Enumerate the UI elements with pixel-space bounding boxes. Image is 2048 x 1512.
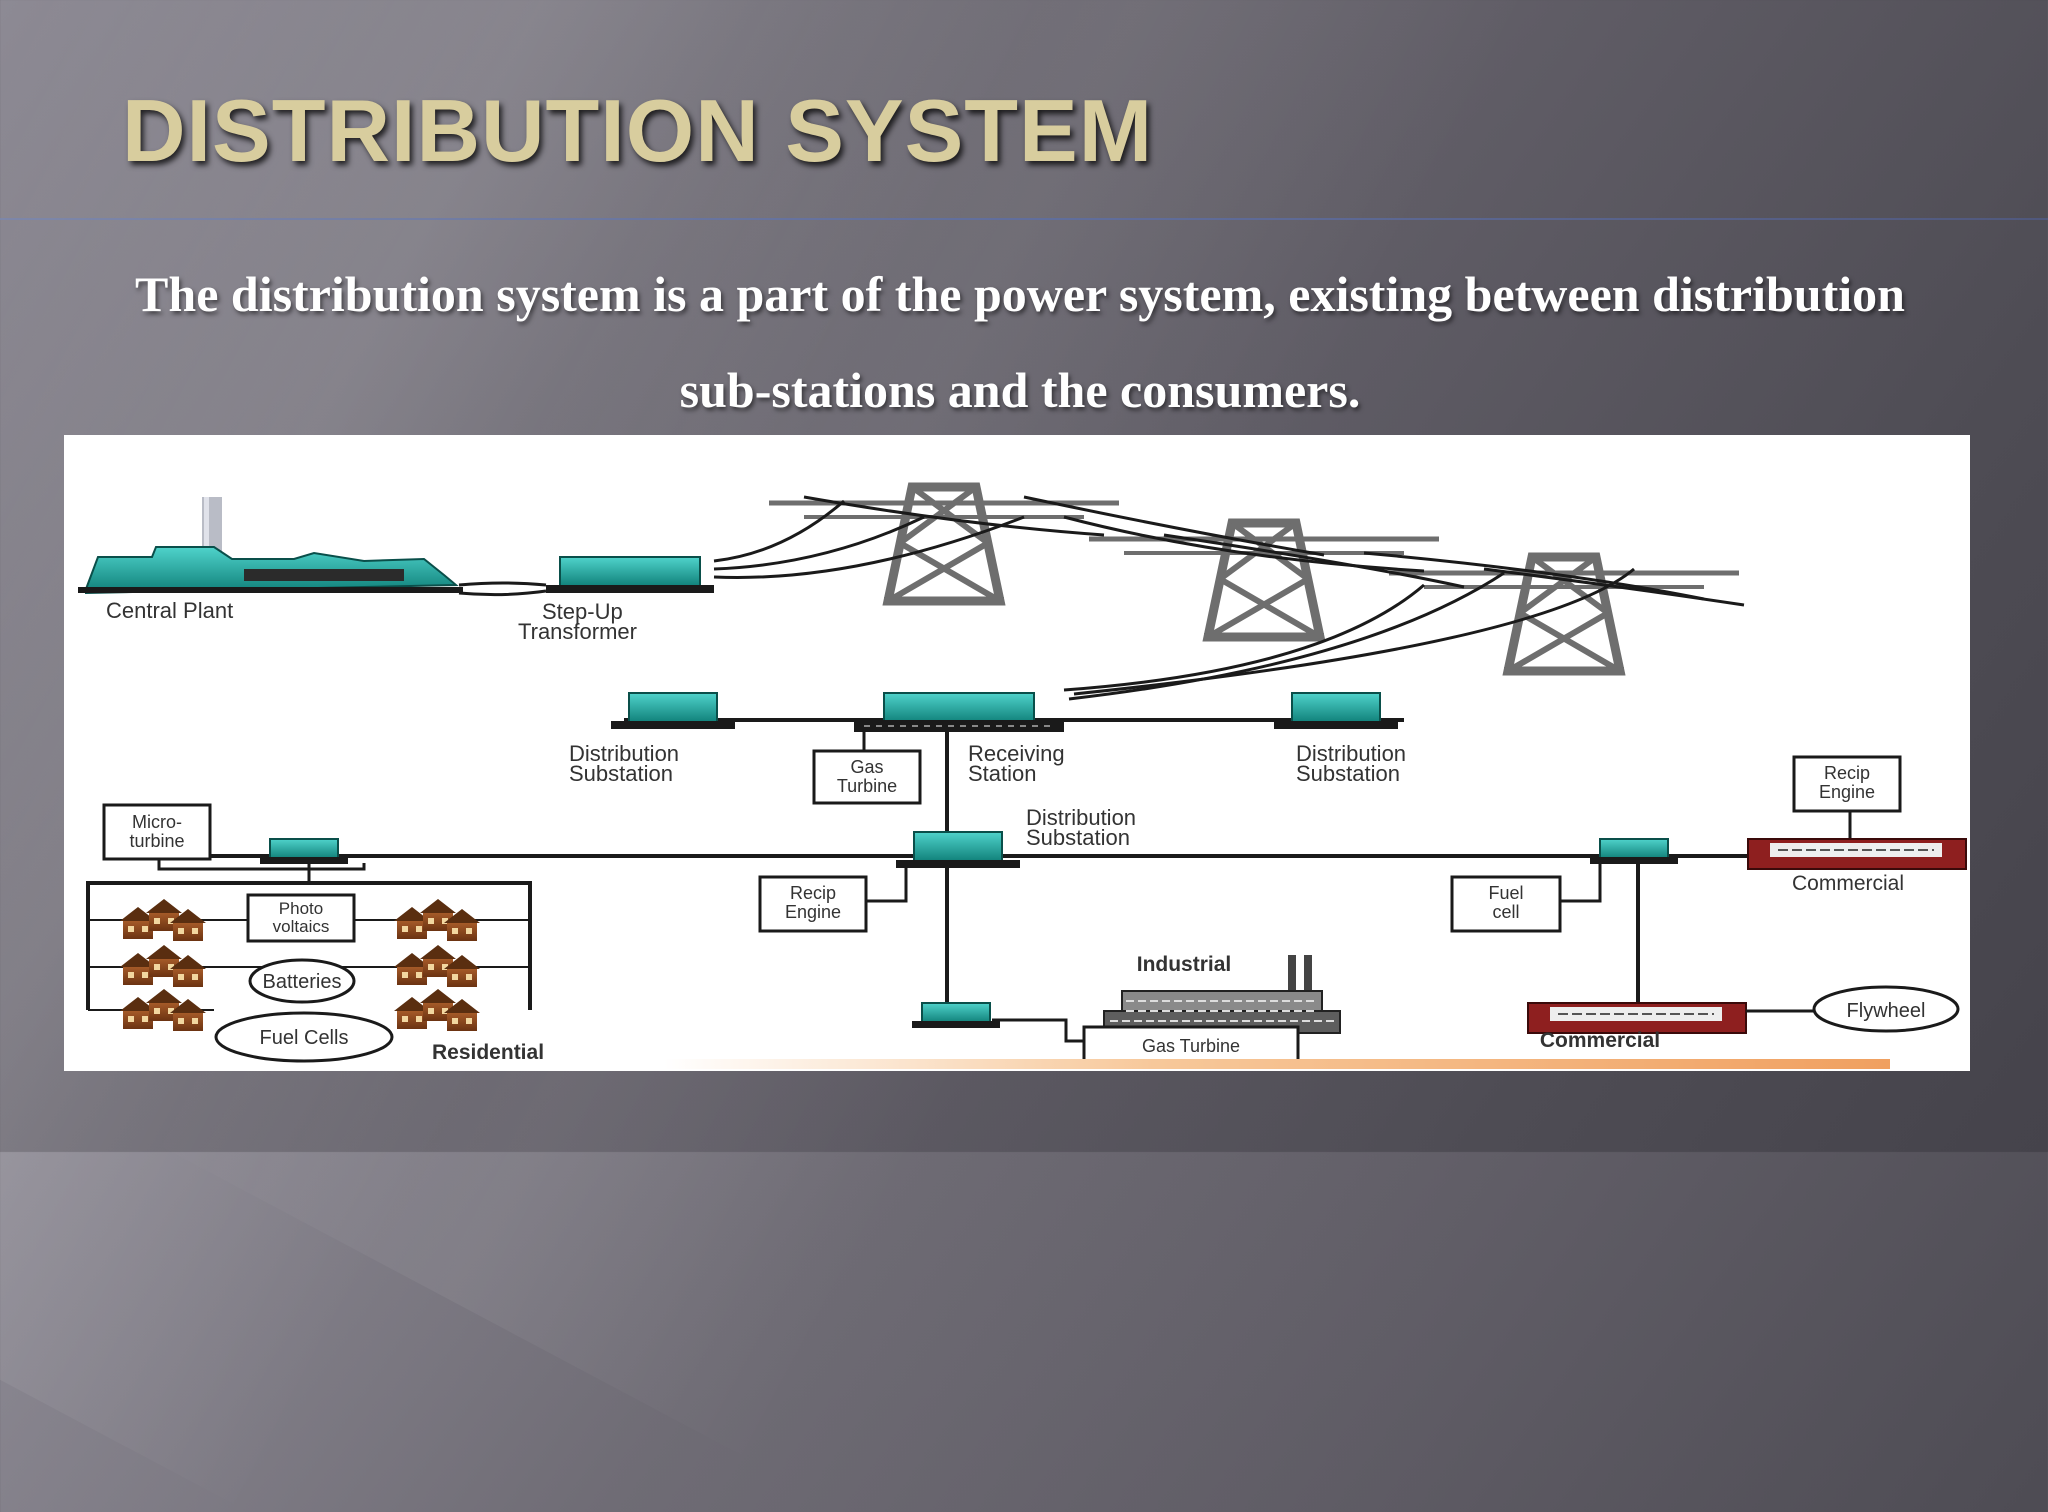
micro-turbine-box: Micro- turbine [102,803,212,861]
flywheel-oval: Flywheel [1812,985,1960,1033]
recip-engine-right-box: Recip Engine [1792,755,1902,813]
step-up-transformer-icon [546,556,714,593]
gas-turbine-top-box: Gas Turbine [812,749,922,805]
diagram-svg: Central Plant Step-Up Transformer Distri… [78,435,1967,1069]
step-up-label-line1: Step-Up [542,599,623,624]
gas-turbine-bottom-box: Gas Turbine [1082,1025,1300,1065]
houses-icon [120,945,206,987]
slide-title: DISTRIBUTION SYSTEM [122,81,1154,180]
houses-icon [394,989,480,1031]
flywheel-label: Flywheel [1847,1000,1926,1022]
batteries-label: Batteries [263,971,342,993]
central-plant-label: Central Plant [106,598,233,623]
houses-icon [394,945,480,987]
commercial-transformer-icon [1589,838,1679,865]
micro-turbine-label-line2: turbine [129,831,184,851]
houses-icon [120,989,206,1031]
receiving-station-label-line1: Receiving [968,741,1065,766]
houses-icon [120,899,206,941]
commercial-building-right-icon [1747,838,1967,870]
recip-engine-center-label-line1: Recip [790,883,836,903]
fuel-cells-oval: Fuel Cells [214,1011,394,1063]
gas-turbine-bottom-label: Gas Turbine [1142,1036,1240,1056]
commercial-building-bottom-icon [1527,1002,1747,1034]
dist-sub-left-label-line1: Distribution [569,741,679,766]
recip-engine-right-label-line2: Engine [1819,782,1875,802]
bottom-accent-bar [664,1059,1890,1069]
residential-label: Residential [432,1041,544,1064]
slide-subtitle: The distribution system is a part of the… [40,246,2000,438]
distribution-substation-icon [1273,692,1399,730]
fuel-cell-label-line1: Fuel [1488,883,1523,903]
houses-icon [394,899,480,941]
transmission-tower-icon [1089,523,1439,637]
title-divider [0,218,2048,220]
photo-voltaics-box: Photo voltaics [246,893,356,943]
step-up-label-line2: Transformer [518,619,637,644]
residential-area: Photo voltaics Batteries Fuel Cells Resi… [86,863,544,1064]
recip-engine-center-box: Recip Engine [758,875,868,933]
commercial-right-label: Commercial [1792,872,1904,895]
dist-sub-left-label-line2: Substation [569,761,673,786]
fuel-cell-label-line2: cell [1492,902,1519,922]
central-plant-icon [78,497,463,595]
photo-voltaics-label-line1: Photo [279,899,323,918]
recip-engine-right-label-line1: Recip [1824,763,1870,783]
subtitle-line-1: The distribution system is a part of the… [135,266,1905,322]
micro-turbine-label-line1: Micro- [132,812,182,832]
subtitle-line-2: sub-stations and the consumers. [679,362,1361,418]
receiving-station-label-line2: Station [968,761,1037,786]
plant-feed-lines [458,581,547,597]
fuel-cell-box: Fuel cell [1450,875,1562,933]
dist-sub-right-label-line2: Substation [1296,761,1400,786]
distribution-substation-icon [895,831,1021,869]
receiving-station-icon [854,692,1064,732]
residential-transformer-icon [259,838,349,865]
micro-turbine-feed [157,859,366,871]
distribution-substation-icon [610,692,736,730]
dist-sub-right-label-line1: Distribution [1296,741,1406,766]
commercial-bottom-label: Commercial [1540,1029,1660,1052]
transmission-lines [713,495,1745,701]
photo-voltaics-label-line2: voltaics [273,917,330,936]
dist-sub-center-label-line2: Substation [1026,825,1130,850]
industrial-transformer-icon [911,1002,1001,1029]
batteries-oval: Batteries [248,958,356,1004]
gas-turbine-top-label-line2: Turbine [837,776,897,796]
dist-sub-center-label-line1: Distribution [1026,805,1136,830]
distribution-diagram: Central Plant Step-Up Transformer Distri… [64,435,1970,1071]
gas-turbine-top-label-line1: Gas [850,757,883,777]
recip-engine-center-label-line2: Engine [785,902,841,922]
fuel-cells-label: Fuel Cells [260,1027,349,1049]
industrial-label: Industrial [1137,953,1232,976]
